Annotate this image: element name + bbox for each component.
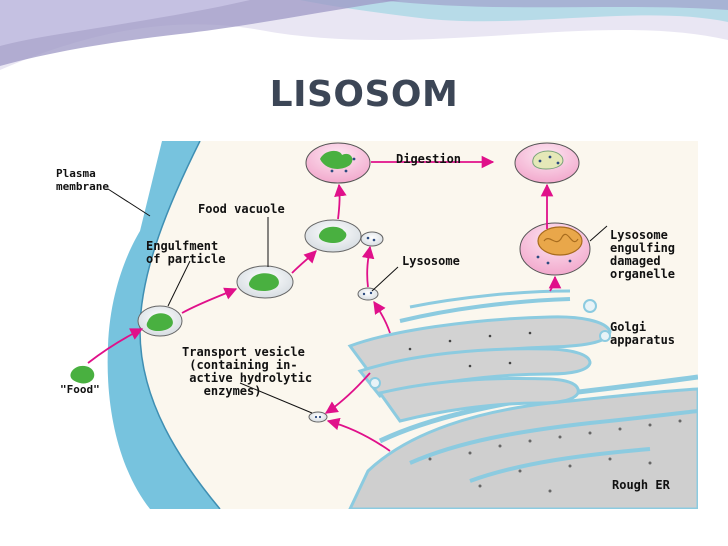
label-plasma-membrane: Plasma membrane (56, 167, 109, 193)
engulfing-particle (137, 305, 183, 337)
digestion-vesicle-left (305, 142, 371, 184)
golgi-apparatus (347, 289, 612, 423)
label-lysosome-engulfing: Lysosome engulfing damaged organelle (610, 228, 676, 281)
label-food-vacuole: Food vacuole (198, 202, 285, 216)
rough-er (348, 374, 698, 509)
label-golgi-apparatus: Golgi apparatus (610, 320, 676, 347)
lysosome-engulfing-organelle (519, 222, 591, 276)
diagram-canvas (70, 141, 698, 509)
plasma-membrane (107, 141, 220, 509)
food-vacuole (236, 265, 294, 299)
lysosome-small (357, 287, 379, 301)
label-food: "Food" (60, 383, 100, 396)
label-lysosome: Lysosome (402, 254, 460, 268)
food-particle (70, 365, 95, 384)
lysosome-diagram: Plasma membrane Food vacuole Engulfment … (50, 141, 698, 509)
label-rough-er: Rough ER (612, 478, 670, 492)
label-pointers (107, 188, 608, 414)
label-transport-vesicle: Transport vesicle (containing in- active… (182, 345, 313, 398)
label-engulfment-of-particle: Engulfment of particle (146, 239, 226, 266)
food-vacuole-with-lysosome (304, 219, 384, 253)
digestion-vesicle-right (514, 142, 580, 184)
process-arrows (87, 155, 562, 452)
transport-vesicle (308, 411, 328, 423)
slide-title: LISOSOM (269, 74, 459, 115)
label-digestion: Digestion (396, 152, 462, 166)
